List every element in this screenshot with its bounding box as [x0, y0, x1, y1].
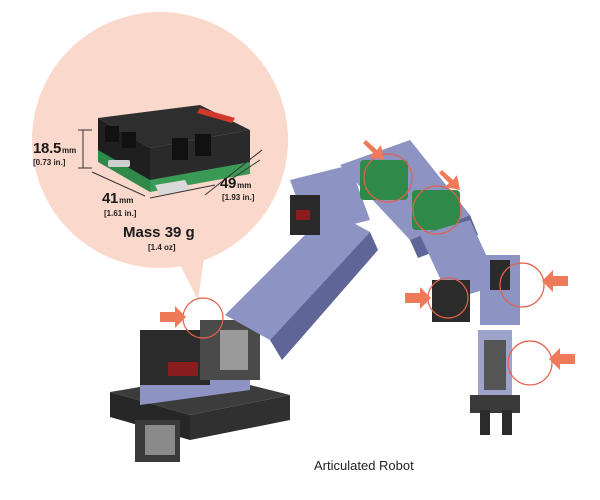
callout-gripper-lower	[507, 340, 553, 386]
robot-wrist	[420, 220, 520, 325]
depth-unit: mm	[237, 181, 252, 190]
width-imperial: [1.61 in.]	[104, 209, 137, 218]
height-imperial: [0.73 in.]	[33, 158, 66, 167]
width-value: 41	[102, 190, 119, 207]
width-unit: mm	[119, 196, 134, 205]
dimension-lines	[78, 129, 263, 199]
callout-forearm-1	[363, 153, 413, 203]
width-dimension: 41mm	[102, 190, 133, 208]
depth-imperial: [1.93 in.]	[222, 193, 255, 202]
robot-base	[110, 320, 290, 462]
callout-arrows	[160, 140, 575, 370]
height-unit: mm	[62, 146, 77, 155]
height-dimension: 18.5mm	[33, 140, 76, 158]
arrow-icon	[363, 140, 384, 160]
callout-gripper-upper	[499, 262, 545, 308]
arrow-icon	[439, 170, 460, 190]
depth-dimension: 49mm	[220, 175, 251, 193]
figure-caption: Articulated Robot	[314, 458, 414, 473]
arrow-icon	[542, 270, 568, 292]
robot-upper-arm	[225, 210, 378, 360]
height-value: 18.5	[33, 140, 61, 157]
robot-gripper	[470, 330, 520, 435]
mass-imperial: [1.4 oz]	[148, 243, 176, 252]
depth-value: 49	[220, 175, 237, 192]
arrow-icon	[160, 306, 186, 328]
arrow-icon	[549, 348, 575, 370]
robot-shoulder	[290, 165, 370, 235]
driver-module	[98, 105, 250, 195]
callout-forearm-2	[412, 185, 462, 235]
mass-label: Mass 39 g	[123, 224, 195, 241]
arrow-icon	[405, 287, 431, 309]
